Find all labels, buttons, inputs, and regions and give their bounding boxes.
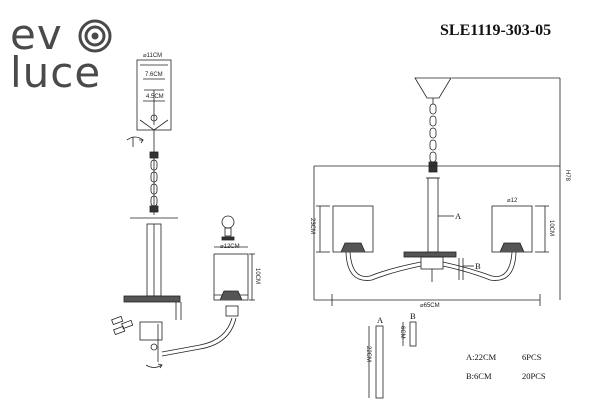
part-a-label: A — [377, 315, 384, 325]
brand-text-ev: ev — [10, 10, 63, 59]
leader-label-a: A — [455, 211, 462, 221]
part-b-label: B — [410, 311, 416, 321]
mounting-screws-icon — [111, 315, 134, 336]
parts-list-row-a-part: A:22CM — [466, 352, 497, 362]
small-shade-diameter-label: ⌀12 — [507, 198, 518, 204]
total-height-label: H78 — [564, 170, 570, 182]
bulb-shade-detail — [213, 215, 255, 301]
brand-logo-line2: luce — [10, 48, 102, 97]
shade-height-label: 10CM — [254, 268, 260, 285]
shade-top-diameter-label: ⌀12CM — [220, 244, 240, 250]
total-width-label: ⌀65CM — [420, 303, 440, 309]
front-view — [313, 77, 561, 306]
small-shade-height-label: 10CM — [548, 220, 554, 237]
canopy-diameter-label: ⌀11CM — [143, 53, 163, 59]
parts-detail — [368, 321, 417, 399]
bulb-icon — [221, 215, 235, 229]
parts-list-row-b-part: B:6CM — [466, 371, 492, 381]
product-code: SLE1119-303-05 — [440, 22, 552, 39]
leader-label-b: B — [475, 261, 481, 271]
parts-list-row-b-qty: 20PCS — [522, 371, 546, 381]
part-b-length-label: 6CM — [399, 326, 405, 339]
side-height-label: 23CM — [309, 218, 315, 235]
canopy-mount-width-label: 4.5CM — [146, 94, 164, 100]
side-view — [111, 59, 239, 369]
brand-logo-target-icon — [78, 19, 112, 53]
parts-list-row-a-qty: 6PCS — [522, 352, 542, 362]
part-a-length-label: 22CM — [365, 346, 371, 363]
canopy-inner-width-label: 7.6CM — [145, 72, 163, 78]
brand-logo-line1: ev — [10, 14, 63, 56]
